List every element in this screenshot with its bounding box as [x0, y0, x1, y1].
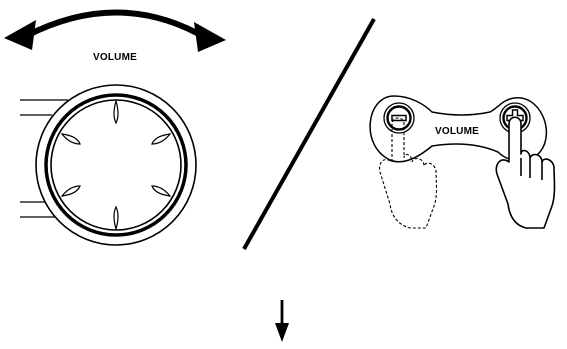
down-arrow-icon — [275, 300, 289, 342]
button-volume-label: VOLUME — [435, 126, 479, 137]
double-headed-curved-arrow-icon — [4, 9, 226, 52]
knob-volume-label: VOLUME — [93, 52, 137, 63]
volume-down-button[interactable] — [383, 102, 415, 134]
minus-icon — [391, 114, 407, 122]
pointing-hand-icon — [495, 116, 556, 229]
dashed-pointing-hand-icon — [379, 117, 438, 229]
button-panel: VOLUME — [369, 95, 556, 229]
diagonal-divider — [242, 18, 376, 250]
knob-tick-marks — [60, 98, 172, 232]
rotary-knob-panel: VOLUME — [4, 9, 226, 246]
